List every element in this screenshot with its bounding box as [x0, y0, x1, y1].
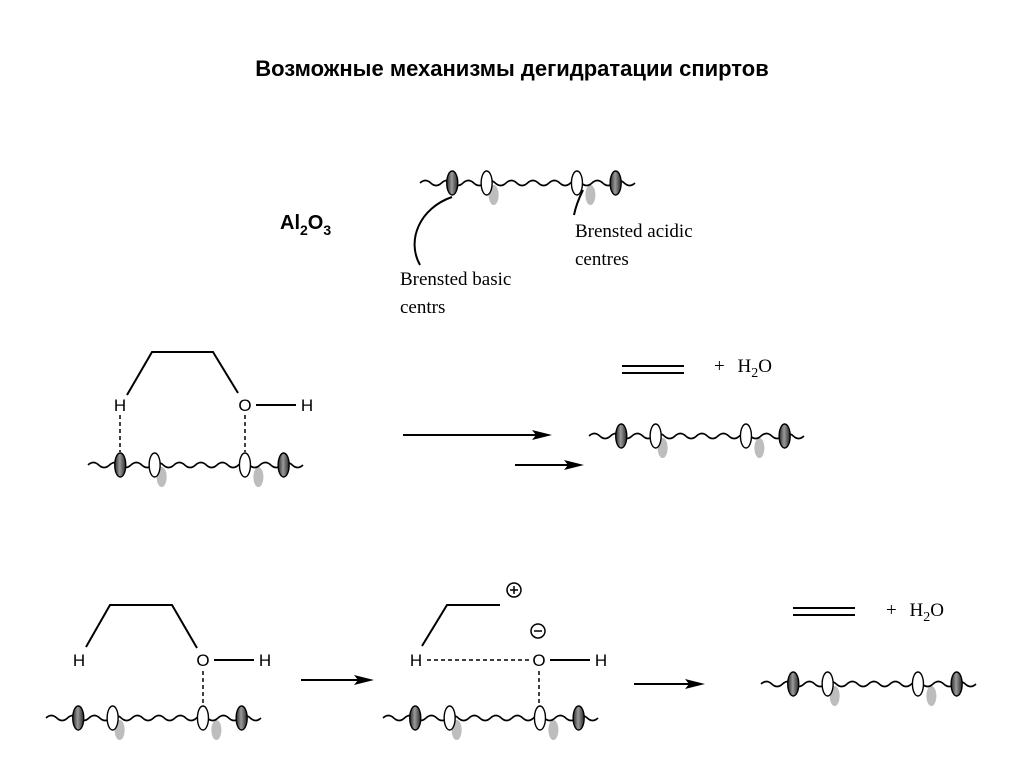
- surface-filled-lobe: [950, 671, 963, 697]
- arrow-head: [564, 460, 584, 470]
- mech1-product-surface: [588, 423, 805, 458]
- mech2-water-h: H: [909, 600, 923, 621]
- mechanism-2: H O H H O H + H2O: [45, 582, 977, 740]
- surface-filled-lobe: [235, 705, 248, 731]
- mech2-reactant-surface: [45, 705, 262, 740]
- surface-open-lobe: [196, 705, 210, 731]
- mech1-plus-sign: +: [714, 356, 725, 377]
- catalyst-formula: Al2O3: [280, 212, 331, 238]
- surface-filled-lobe: [615, 423, 628, 449]
- surface-shadow-lobe: [585, 185, 596, 205]
- catalyst-al: Al: [280, 212, 300, 234]
- mech1-carbon-chain: [126, 351, 239, 396]
- surface-filled-lobe: [114, 452, 127, 478]
- mechanism-1: H O H + H2O: [87, 351, 805, 487]
- mech2-water-product: + H2O: [886, 600, 944, 625]
- basic-centre-label-line1: Brensted basic: [400, 269, 511, 290]
- mech2-intermediate-surface: [382, 705, 599, 740]
- catalyst-sub-3: 3: [323, 222, 331, 238]
- surface-legend: [419, 170, 636, 205]
- mech2-arrow-1: [301, 675, 374, 685]
- surface-open-lobe: [821, 671, 834, 697]
- mech1-secondary-arrow: [515, 460, 584, 470]
- surface-open-lobe: [443, 705, 456, 731]
- surface-open-lobe: [533, 705, 547, 731]
- mech2-carbon-chain: [85, 604, 198, 649]
- basic-centre-label-line2: centrs: [400, 297, 445, 318]
- mech2-negative-charge-icon: [530, 623, 546, 639]
- catalyst-o: O: [308, 212, 324, 234]
- surface-open-lobe: [739, 423, 753, 449]
- surface-shadow-lobe: [754, 438, 765, 458]
- mech2-carbocation-chain: [421, 604, 500, 647]
- surface-open-lobe: [570, 170, 584, 196]
- mech1-water-sub: 2: [751, 366, 758, 381]
- mech2-product-surface: [760, 671, 977, 706]
- surface-filled-lobe: [72, 705, 85, 731]
- acidic-centre-pointer: [573, 189, 584, 216]
- surface-open-lobe: [238, 452, 252, 478]
- surface-filled-lobe: [409, 705, 422, 731]
- mech1-reaction-arrow: [403, 430, 552, 440]
- acidic-centre-label-line1: Brensted acidic: [575, 221, 693, 242]
- acidic-centre-label-line2: centres: [575, 249, 629, 270]
- surface-open-lobe: [649, 423, 662, 449]
- surface-filled-lobe: [609, 170, 622, 196]
- mech1-water-o: O: [758, 356, 772, 377]
- surface-open-lobe: [911, 671, 925, 697]
- surface-filled-lobe: [572, 705, 585, 731]
- mech2-atom-h-right: H: [259, 651, 271, 670]
- surface-filled-lobe: [277, 452, 290, 478]
- mech2-inter-atom-o: O: [532, 651, 545, 670]
- mech1-surface: [87, 452, 304, 487]
- surface-open-lobe: [480, 170, 493, 196]
- mech1-atom-h-right: H: [301, 396, 313, 415]
- page-title: Возможные механизмы дегидратации спиртов: [255, 56, 769, 81]
- mech2-positive-charge-icon: [506, 582, 522, 598]
- mech2-atom-h-left: H: [73, 651, 85, 670]
- mech2-inter-atom-h-right: H: [595, 651, 607, 670]
- mech2-arrow-2: [634, 679, 705, 689]
- mech2-plus-sign: +: [886, 600, 897, 621]
- surface-filled-lobe: [778, 423, 791, 449]
- mech2-water-sub: 2: [923, 610, 930, 625]
- surface-open-lobe: [106, 705, 119, 731]
- surface-open-lobe: [148, 452, 161, 478]
- catalyst-sub-2: 2: [300, 222, 308, 238]
- arrow-head: [685, 679, 705, 689]
- basic-centre-pointer: [413, 196, 453, 266]
- mech1-water-h: H: [737, 356, 751, 377]
- surface-shadow-lobe: [926, 686, 937, 706]
- mech1-water-product: + H2O: [714, 356, 772, 381]
- arrow-head: [354, 675, 374, 685]
- surface-filled-lobe: [787, 671, 800, 697]
- surface-filled-lobe: [446, 170, 459, 196]
- mech2-atom-o: O: [196, 651, 209, 670]
- mech2-water-o: O: [930, 600, 944, 621]
- surface-shadow-lobe: [548, 720, 559, 740]
- mech1-atom-o: O: [238, 396, 251, 415]
- mech1-atom-h-left: H: [114, 396, 126, 415]
- surface-shadow-lobe: [211, 720, 222, 740]
- mech2-inter-atom-h-left: H: [410, 651, 422, 670]
- surface-shadow-lobe: [253, 467, 264, 487]
- arrow-head: [532, 430, 552, 440]
